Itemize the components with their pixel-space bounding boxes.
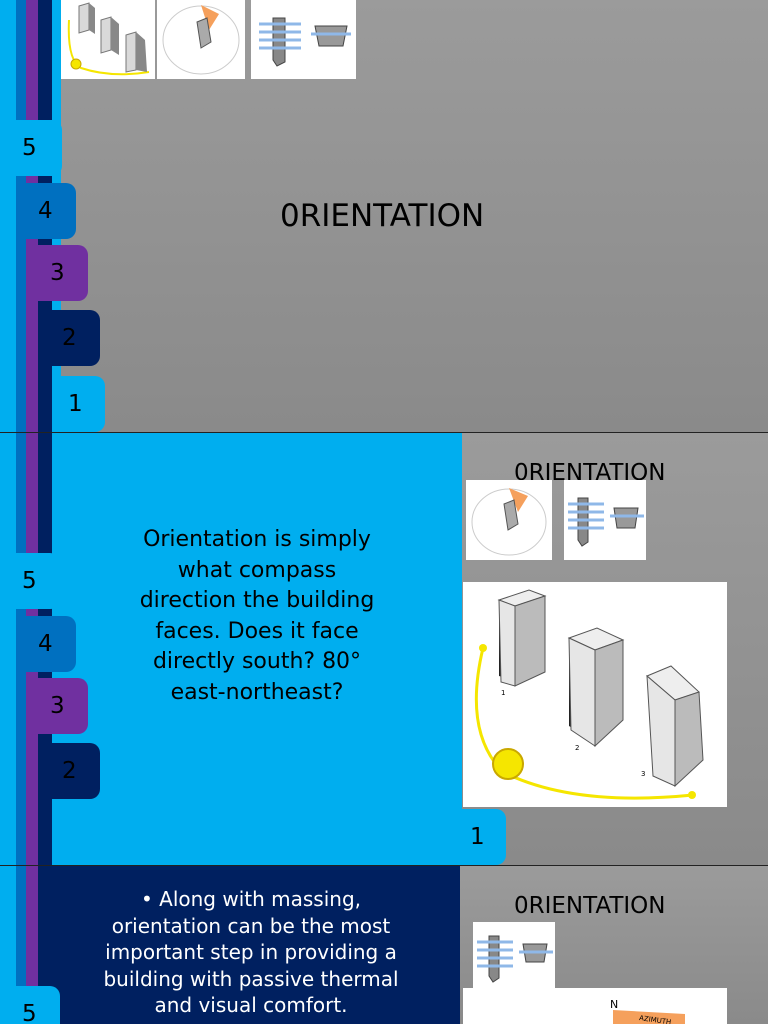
azimuth-label: AZIMUTH: [639, 1014, 672, 1024]
tab-3[interactable]: 3: [26, 678, 88, 734]
tab-2[interactable]: 2: [38, 310, 100, 366]
tab-label: 1: [470, 824, 485, 850]
compass-azimuth-figure: N AZIMUTH: [463, 988, 727, 1024]
tab-label: 5: [22, 568, 37, 594]
thumbnail-wind-arrows: [473, 922, 555, 988]
tab-2[interactable]: 2: [38, 743, 100, 799]
tab-label: 5: [22, 1001, 37, 1024]
slide-2: Orientation is simply what compass direc…: [0, 433, 768, 865]
tab-label: 3: [50, 693, 65, 719]
figure-label-2: 2: [575, 744, 579, 752]
tab-5[interactable]: 5: [0, 986, 60, 1024]
tab-5[interactable]: 5: [0, 553, 60, 609]
text-panel: [38, 866, 460, 1024]
thumbnail-wind-arrows: [251, 0, 356, 79]
slide-divider: [0, 865, 768, 866]
tab-1[interactable]: 1: [440, 809, 506, 865]
tab-label: 3: [50, 260, 65, 286]
thumbnail-compass-azimuth: [466, 480, 552, 560]
tab-1[interactable]: 1: [52, 376, 105, 432]
tab-4[interactable]: 4: [16, 616, 76, 672]
tab-label: 1: [68, 391, 83, 417]
thumbnail-wind-arrows: [564, 480, 646, 560]
tab-label: 4: [38, 198, 53, 224]
figure-label-1: 1: [501, 689, 505, 697]
side-stripes: [0, 866, 52, 1024]
tab-label: 2: [62, 758, 77, 784]
figure-label-3: 3: [641, 770, 645, 778]
slide-divider: [0, 432, 768, 433]
tab-4[interactable]: 4: [16, 183, 76, 239]
thumbnail-compass-azimuth: [157, 0, 245, 79]
bullet-text: • Along with massing, orientation can be…: [86, 886, 416, 1019]
tab-5[interactable]: 5: [0, 120, 62, 176]
tab-label: 2: [62, 325, 77, 351]
tab-label: 4: [38, 631, 53, 657]
compass-n-label: N: [610, 998, 618, 1011]
buildings-sunpath-figure: 1 2 3: [463, 582, 727, 807]
tab-label: 5: [22, 135, 37, 161]
tab-3[interactable]: 3: [26, 245, 88, 301]
bullet-content: Along with massing, orientation can be t…: [103, 887, 399, 1017]
slide-title: 0RIENTATION: [514, 893, 666, 919]
slide-title: 0RIENTATION: [280, 198, 485, 234]
body-text: Orientation is simply what compass direc…: [139, 527, 375, 705]
thumbnail-buildings-sunpath: [61, 0, 155, 79]
slide-1: 0RIENTATION 5 4 3 2 1: [0, 0, 768, 432]
bullet-icon: •: [140, 887, 160, 911]
slide-3: • Along with massing, orientation can be…: [0, 866, 768, 1024]
text-panel: [52, 433, 462, 865]
